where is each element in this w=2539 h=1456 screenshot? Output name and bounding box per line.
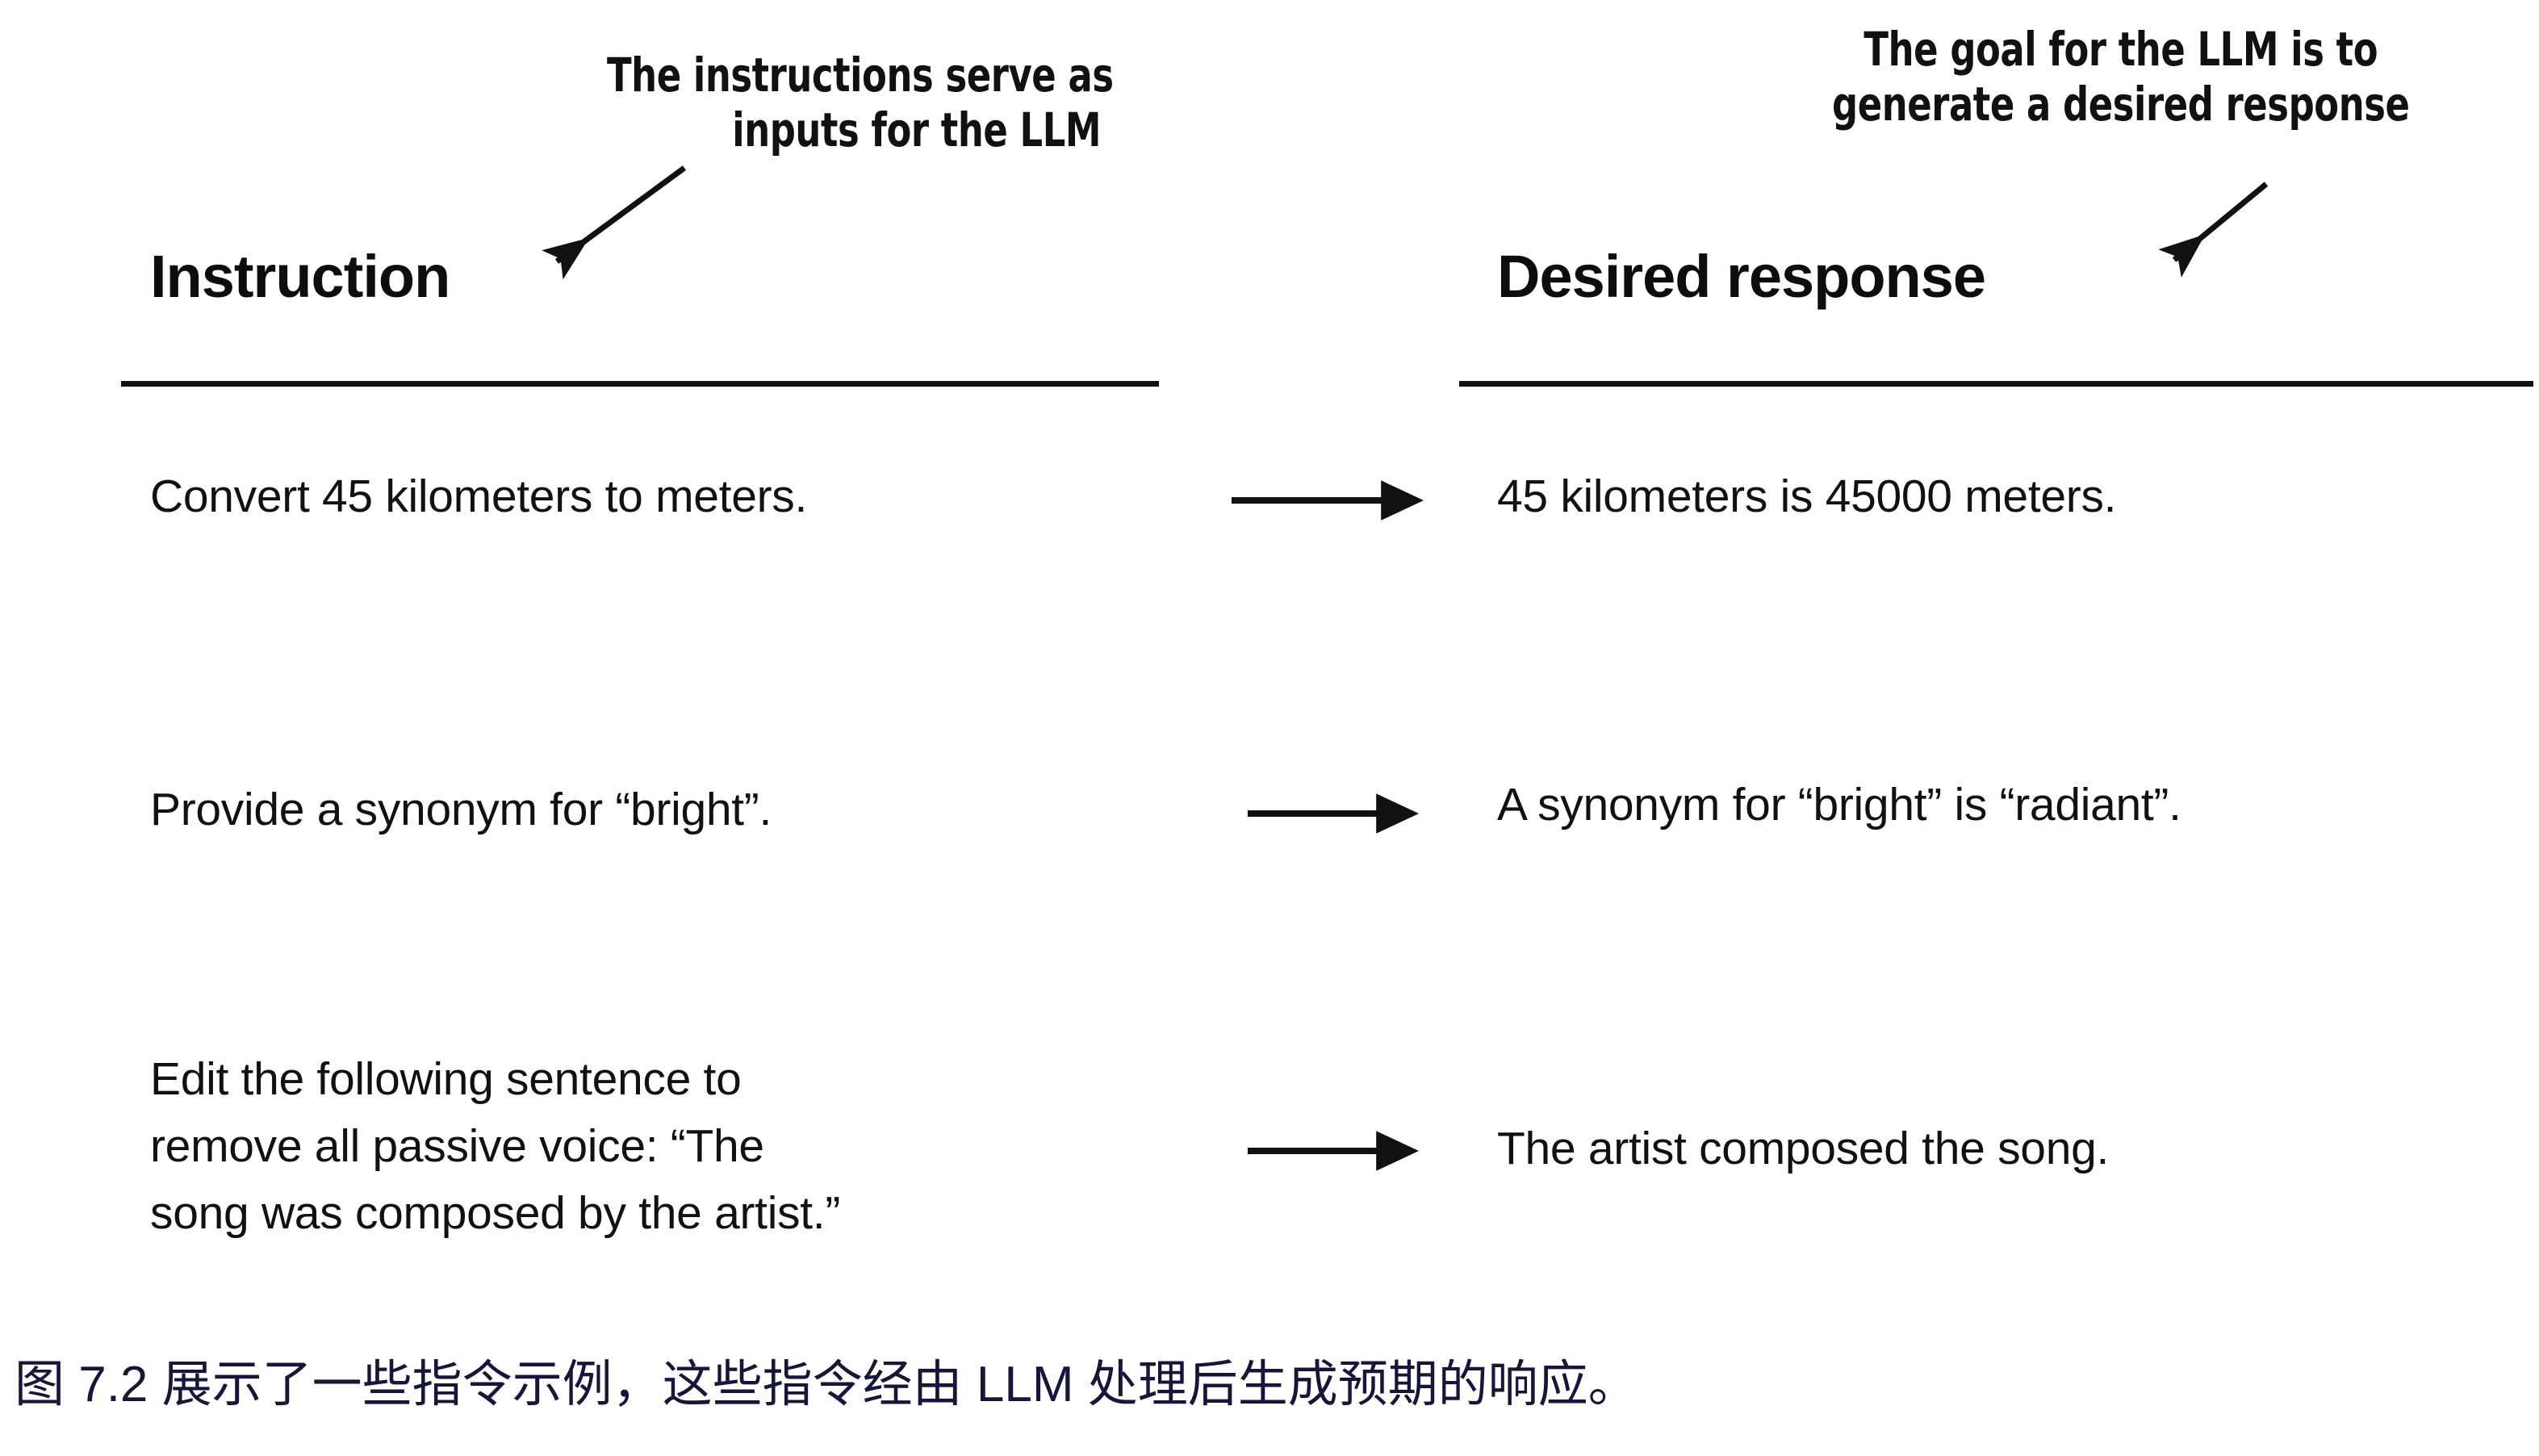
annotation-arrow-right-icon — [2158, 182, 2269, 278]
table-row-response: 45 kilometers is 45000 meters. — [1497, 471, 2117, 522]
table-row-instruction: Edit the following sentence to remove al… — [150, 1053, 841, 1240]
goal-annotation-line-1: The goal for the LLM is to — [1863, 22, 2378, 77]
goal-annotation: The goal for the LLM is to generate a de… — [1832, 22, 2410, 132]
flow-arrow-icon — [1232, 480, 1424, 521]
figure-caption: 图 7.2 展示了一些指令示例，这些指令经由 LLM 处理后生成预期的响应。 — [15, 1357, 1638, 1412]
table-row-response: The artist composed the song. — [1497, 1123, 2110, 1174]
instructions-annotation-line-1: The instructions serve as — [607, 48, 1114, 103]
column-header-instruction: Instruction — [150, 243, 450, 310]
header-rule-left — [121, 381, 1159, 387]
table-row-response: A synonym for “bright” is “radiant”. — [1497, 779, 2181, 831]
goal-annotation-line-2: generate a desired response — [1832, 76, 2410, 132]
header-rule-right — [1459, 381, 2533, 387]
instructions-annotation: The instructions serve as inputs for the… — [607, 48, 1114, 158]
instructions-annotation-line-2: inputs for the LLM — [732, 102, 1102, 157]
flow-arrow-icon — [1248, 1131, 1420, 1171]
column-header-desired-response: Desired response — [1497, 243, 1986, 310]
table-row-instruction: Provide a synonym for “bright”. — [150, 784, 772, 835]
table-row-instruction: Convert 45 kilometers to meters. — [150, 471, 808, 522]
flow-arrow-icon — [1248, 793, 1420, 834]
annotation-arrow-left-icon — [542, 165, 687, 280]
